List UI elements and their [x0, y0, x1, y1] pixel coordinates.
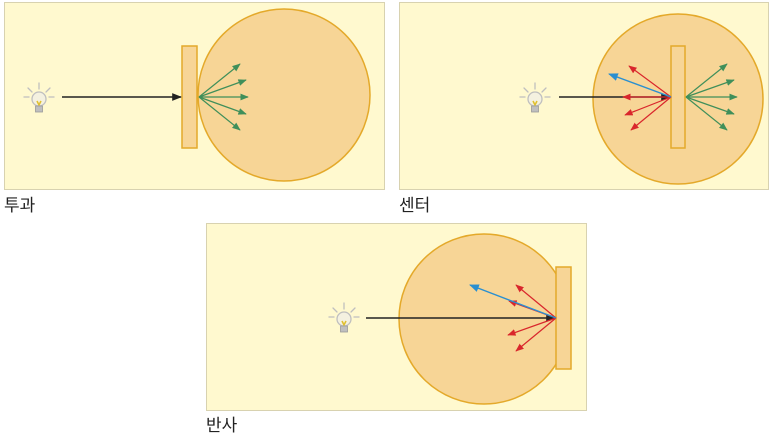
reflected-rays: [507, 284, 557, 352]
sample-plate: [181, 45, 198, 149]
light-bulb-icon: [23, 82, 55, 113]
specular-ray: [469, 284, 557, 319]
sample-sphere: [398, 233, 570, 405]
caption-center: 센터: [399, 196, 431, 216]
transmitted-ray: [685, 96, 728, 131]
transmitted-ray: [685, 96, 735, 115]
sample-plate: [670, 45, 686, 149]
panel-center: [399, 2, 769, 190]
center-diagram: [399, 2, 769, 190]
transmitted-rays: [685, 63, 738, 131]
transmitted-ray: [685, 79, 735, 98]
reflected-ray: [507, 317, 557, 336]
caption-transmission: 투과: [4, 196, 36, 216]
panel-transmission: [4, 2, 385, 190]
sample-sphere: [197, 8, 371, 182]
reflection-diagram: [206, 223, 587, 411]
specular-ray: [608, 73, 672, 98]
panel-reflection: [206, 223, 587, 411]
transmitted-ray: [198, 63, 241, 98]
transmitted-rays: [198, 63, 249, 131]
reflected-ray: [630, 96, 672, 131]
transmitted-ray: [198, 96, 247, 115]
transmitted-ray: [198, 79, 247, 98]
transmitted-ray: [685, 63, 728, 98]
transmission-diagram: [4, 2, 385, 190]
reflected-ray: [628, 65, 672, 98]
reflected-ray: [515, 317, 557, 352]
transmitted-ray: [198, 96, 241, 131]
caption-reflection: 반사: [206, 416, 238, 436]
sample-plate: [555, 266, 572, 370]
reflected-ray: [624, 96, 672, 116]
reflected-rays: [622, 65, 672, 131]
light-bulb-icon: [519, 82, 551, 113]
reflected-ray: [515, 284, 557, 319]
light-bulb-icon: [328, 302, 360, 333]
